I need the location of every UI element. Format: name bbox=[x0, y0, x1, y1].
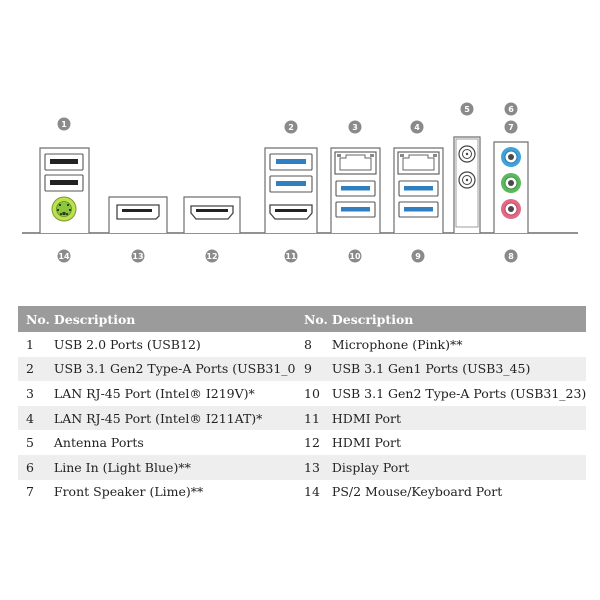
callout-7: 7 bbox=[504, 120, 518, 134]
svg-text:11: 11 bbox=[285, 252, 297, 261]
row-no: 7 bbox=[18, 479, 50, 505]
callout-8: 8 bbox=[504, 249, 518, 263]
row-description: USB 2.0 Ports (USB12) bbox=[49, 332, 309, 357]
row-no: 4 bbox=[18, 405, 50, 431]
callout-1: 1 bbox=[57, 117, 71, 131]
callout-14: 14 bbox=[57, 249, 71, 263]
row-description: Microphone (Pink)** bbox=[327, 332, 587, 357]
row-description: PS/2 Mouse/Keyboard Port bbox=[327, 479, 587, 505]
lan-usb-stack-3 bbox=[330, 147, 381, 233]
row-description: HDMI Port bbox=[327, 405, 587, 431]
callout-13: 13 bbox=[131, 249, 145, 263]
row-description: USB 3.1 Gen1 Ports (USB3_45) bbox=[327, 356, 587, 382]
row-no: 11 bbox=[296, 405, 328, 431]
callout-12: 12 bbox=[205, 249, 219, 263]
table-header-row: No. Description bbox=[18, 306, 309, 332]
row-no: 3 bbox=[18, 381, 50, 406]
callouts-top: 1 2 3 4 5 6 7 bbox=[57, 102, 518, 134]
row-description: Front Speaker (Lime)** bbox=[49, 479, 309, 505]
svg-text:5: 5 bbox=[464, 105, 470, 114]
row-no: 6 bbox=[18, 454, 50, 480]
svg-text:14: 14 bbox=[58, 252, 70, 261]
row-no: 1 bbox=[18, 332, 50, 357]
hdmi-port-12 bbox=[183, 196, 241, 233]
row-description: USB 3.1 Gen2 Type-A Ports (USB31_01) bbox=[49, 356, 309, 382]
svg-text:9: 9 bbox=[415, 252, 421, 261]
row-no: 13 bbox=[296, 454, 328, 480]
row-description: LAN RJ-45 Port (Intel® I211AT)* bbox=[49, 405, 309, 431]
row-no: 8 bbox=[296, 332, 328, 357]
row-description: LAN RJ-45 Port (Intel® I219V)* bbox=[49, 381, 309, 406]
rear-io-panel-diagram: 1 2 3 4 5 6 7 14 13 12 11 10 9 8 bbox=[22, 102, 578, 263]
svg-text:4: 4 bbox=[414, 123, 420, 132]
callouts-bottom: 14 13 12 11 10 9 8 bbox=[57, 249, 518, 263]
callout-6: 6 bbox=[504, 102, 518, 116]
usb31-hdmi-stack bbox=[264, 147, 318, 233]
row-no: 5 bbox=[18, 430, 50, 455]
callout-11: 11 bbox=[284, 249, 298, 263]
svg-text:10: 10 bbox=[349, 252, 361, 261]
callout-5: 5 bbox=[460, 102, 474, 116]
svg-text:3: 3 bbox=[352, 123, 358, 132]
svg-text:12: 12 bbox=[206, 252, 217, 261]
audio-jacks bbox=[493, 141, 529, 233]
lan-usb-stack-4 bbox=[393, 147, 444, 233]
svg-text:7: 7 bbox=[508, 123, 514, 132]
row-no: 2 bbox=[18, 356, 50, 382]
row-description: USB 3.1 Gen2 Type-A Ports (USB31_23) bbox=[327, 381, 587, 406]
svg-text:2: 2 bbox=[288, 123, 294, 132]
usb2-ps2-stack bbox=[39, 147, 90, 233]
row-no: 9 bbox=[296, 356, 328, 382]
callout-4: 4 bbox=[410, 120, 424, 134]
svg-text:8: 8 bbox=[508, 252, 514, 261]
row-no: 12 bbox=[296, 430, 328, 455]
header-no: No. bbox=[18, 306, 50, 332]
row-description: HDMI Port bbox=[327, 430, 587, 455]
row-description: Antenna Ports bbox=[49, 430, 309, 455]
callout-2: 2 bbox=[284, 120, 298, 134]
row-description: Display Port bbox=[327, 454, 587, 480]
antenna-ports bbox=[453, 136, 481, 233]
row-no: 10 bbox=[296, 381, 328, 406]
header-description: Description bbox=[327, 306, 587, 332]
row-description: Line In (Light Blue)** bbox=[49, 454, 309, 480]
callout-10: 10 bbox=[348, 249, 362, 263]
svg-text:13: 13 bbox=[132, 252, 143, 261]
displayport bbox=[108, 196, 168, 233]
svg-text:6: 6 bbox=[508, 105, 514, 114]
callout-3: 3 bbox=[348, 120, 362, 134]
callout-9: 9 bbox=[411, 249, 425, 263]
svg-text:1: 1 bbox=[61, 120, 67, 129]
header-no: No. bbox=[296, 306, 328, 332]
row-no: 14 bbox=[296, 479, 328, 505]
header-description: Description bbox=[49, 306, 309, 332]
table-header-row: No. Description bbox=[296, 306, 587, 332]
